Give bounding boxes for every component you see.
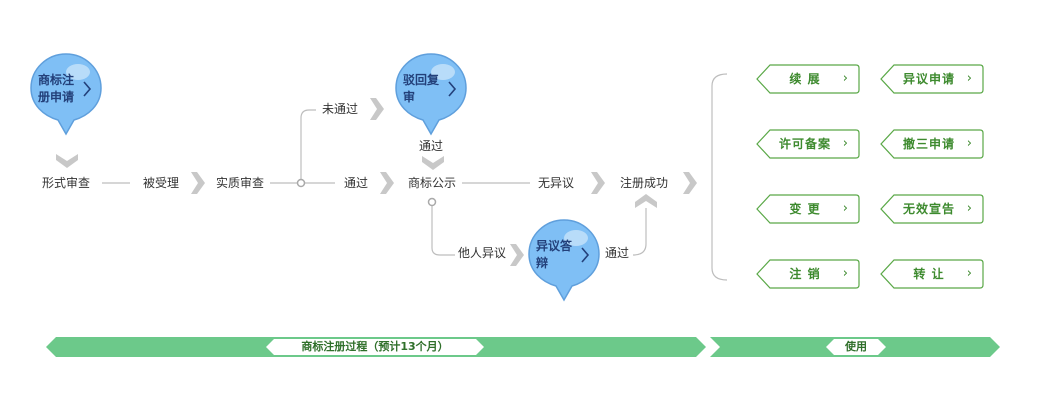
service-license-filing[interactable]: 许可备案 › xyxy=(756,129,860,159)
step-others-objection: 他人异议 xyxy=(458,246,507,260)
tag-outline xyxy=(756,129,860,159)
chevron-right-icon xyxy=(510,244,524,266)
service-label: 注 销 xyxy=(789,267,821,281)
pin-review[interactable]: 驳回复审 xyxy=(393,52,469,136)
chevron-right-icon: › xyxy=(842,136,848,151)
step-announcement: 商标公示 xyxy=(408,176,457,190)
chevron-down-icon xyxy=(56,154,78,168)
chevron-right-icon: › xyxy=(842,201,848,216)
service-objection-application[interactable]: 异议申请 › xyxy=(880,64,984,94)
step-formal-review: 形式审查 xyxy=(42,176,91,190)
chevron-right-icon: › xyxy=(842,266,848,281)
service-deregistration[interactable]: 注 销 › xyxy=(756,259,860,289)
step-registered: 注册成功 xyxy=(620,176,669,190)
service-label: 续 展 xyxy=(789,72,821,86)
chevron-up-icon xyxy=(635,194,657,208)
service-invalidation[interactable]: 无效宣告 › xyxy=(880,194,984,224)
pin-apply-label: 商标注册申请 xyxy=(38,73,75,104)
pin-apply[interactable]: 商标注册申请 xyxy=(28,52,104,136)
chevron-down-icon xyxy=(422,156,444,170)
service-label: 无效宣告 xyxy=(902,202,955,216)
tag-outline xyxy=(880,259,984,289)
chevron-right-icon xyxy=(380,172,394,194)
step-review-passed: 通过 xyxy=(419,139,444,153)
chevron-right-icon xyxy=(191,172,205,194)
chevron-right-icon xyxy=(591,172,605,194)
service-renewal[interactable]: 续 展 › xyxy=(756,64,860,94)
pin-reply[interactable]: 异议答辩 xyxy=(526,218,602,302)
service-change[interactable]: 变 更 › xyxy=(756,194,860,224)
tag-outline xyxy=(756,259,860,289)
service-label: 撤三申请 xyxy=(902,137,955,151)
balloon-pin-icon xyxy=(528,219,600,302)
process-duration-label: 商标注册过程（预计13个月） xyxy=(301,340,449,353)
chevron-right-icon: › xyxy=(966,201,972,216)
tag-outline xyxy=(880,194,984,224)
step-accepted: 被受理 xyxy=(143,176,180,190)
balloon-pin-icon xyxy=(30,53,102,136)
chevron-right-icon xyxy=(370,98,384,120)
step-no-objection: 无异议 xyxy=(538,176,575,190)
use-label: 使用 xyxy=(845,340,867,353)
tag-outline xyxy=(756,64,860,94)
chevron-right-icon: › xyxy=(842,71,848,86)
pin-review-label: 驳回复审 xyxy=(403,73,440,104)
step-reply-passed: 通过 xyxy=(605,246,630,260)
service-label: 异议申请 xyxy=(902,72,955,86)
tag-outline xyxy=(756,194,860,224)
pin-reply-label: 异议答辩 xyxy=(536,239,573,270)
chevron-right-icon: › xyxy=(966,71,972,86)
chevron-right-icon: › xyxy=(966,136,972,151)
service-label: 变 更 xyxy=(789,202,821,216)
chevron-right-icon xyxy=(683,172,697,194)
step-substantive-review: 实质审查 xyxy=(216,176,265,190)
service-cancellation-nonuse[interactable]: 撤三申请 › xyxy=(880,129,984,159)
service-transfer[interactable]: 转 让 › xyxy=(880,259,984,289)
step-passed: 通过 xyxy=(344,176,369,190)
balloon-pin-icon xyxy=(395,53,467,136)
chevron-right-icon: › xyxy=(966,266,972,281)
service-label: 转 让 xyxy=(913,267,945,281)
service-label: 许可备案 xyxy=(778,137,831,151)
tag-outline xyxy=(880,129,984,159)
tag-outline xyxy=(880,64,984,94)
step-not-passed: 未通过 xyxy=(322,102,359,116)
